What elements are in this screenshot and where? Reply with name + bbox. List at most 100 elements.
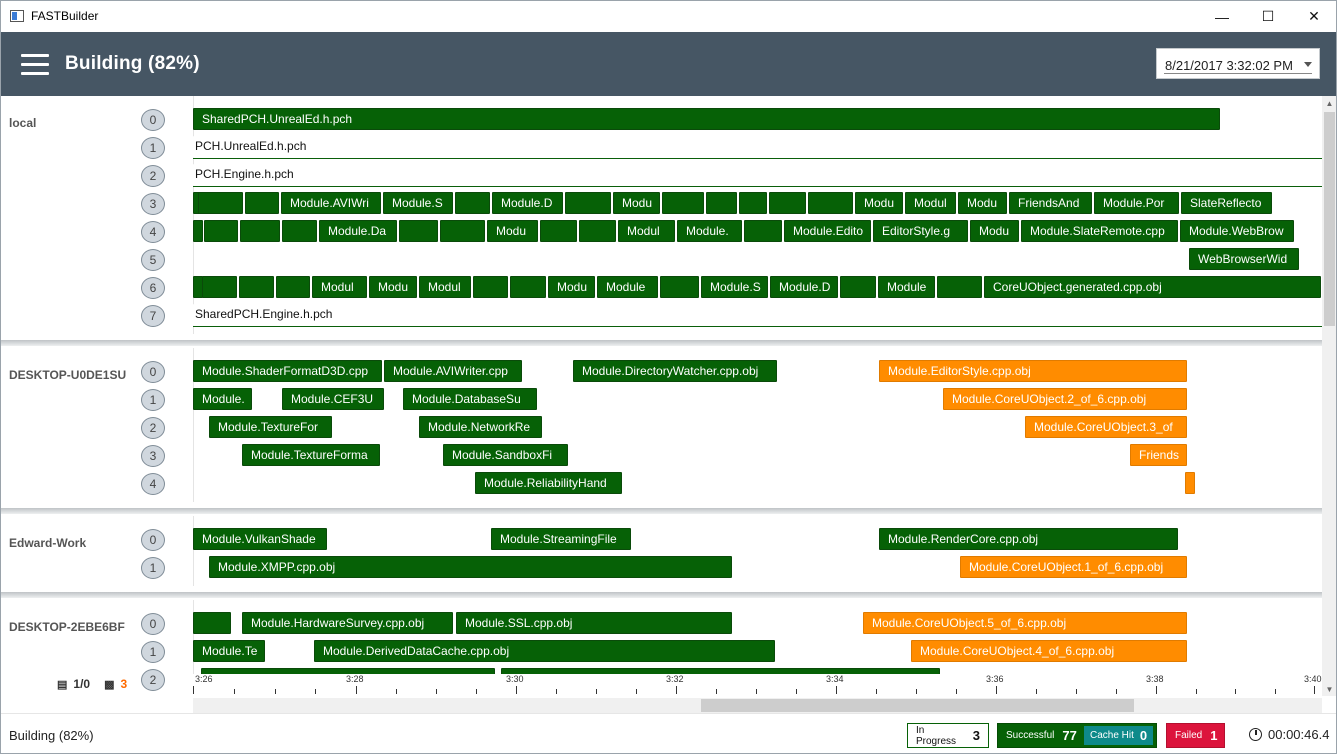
maximize-button[interactable]: ☐ <box>1261 8 1275 24</box>
build-task[interactable]: Modul <box>618 220 675 242</box>
build-task[interactable]: Module.ReliabilityHand <box>475 472 622 494</box>
horizontal-scrollbar[interactable] <box>193 698 1322 713</box>
build-task[interactable]: SlateReflecto <box>1181 192 1272 214</box>
build-task[interactable] <box>706 192 737 214</box>
build-task[interactable]: Modul <box>905 192 956 214</box>
build-task[interactable]: Module.Por <box>1094 192 1179 214</box>
build-task[interactable]: Module.DirectoryWatcher.cpp.obj <box>573 360 777 382</box>
build-task[interactable]: Module.SandboxFi <box>443 444 568 466</box>
build-task[interactable] <box>473 276 508 298</box>
build-task[interactable] <box>204 220 238 242</box>
build-task[interactable]: PCH.UnrealEd.h.pch <box>193 136 1321 158</box>
build-task[interactable]: Module <box>597 276 658 298</box>
in-progress-filter[interactable]: In Progress 3 <box>907 723 989 748</box>
build-task[interactable]: Module.HardwareSurvey.cpp.obj <box>242 612 453 634</box>
build-task[interactable]: SharedPCH.UnrealEd.h.pch <box>193 108 1220 130</box>
build-task[interactable] <box>808 192 853 214</box>
build-task[interactable]: Module.StreamingFile <box>491 528 631 550</box>
build-task[interactable]: Module.CEF3U <box>282 388 384 410</box>
build-task[interactable]: Modu <box>487 220 538 242</box>
build-task[interactable]: Module.Te <box>193 640 265 662</box>
build-task[interactable] <box>193 612 231 634</box>
build-task[interactable] <box>399 220 438 242</box>
close-button[interactable]: ✕ <box>1308 8 1320 24</box>
build-task[interactable]: Module.CoreUObject.2_of_6.cpp.obj <box>943 388 1187 410</box>
scroll-down-icon[interactable]: ▼ <box>1325 684 1334 694</box>
build-task[interactable] <box>739 192 767 214</box>
build-task[interactable] <box>202 276 237 298</box>
build-task[interactable]: Module. <box>677 220 742 242</box>
build-task[interactable]: Friends <box>1130 444 1187 466</box>
build-task[interactable]: WebBrowserWid <box>1189 248 1299 270</box>
build-task[interactable] <box>510 276 546 298</box>
build-task[interactable] <box>660 276 699 298</box>
build-task[interactable] <box>540 220 577 242</box>
build-task[interactable]: Module.XMPP.cpp.obj <box>209 556 732 578</box>
build-task[interactable]: Module.ShaderFormatD3D.cpp <box>193 360 382 382</box>
build-task[interactable] <box>239 276 274 298</box>
build-task[interactable]: Module.SSL.cpp.obj <box>456 612 732 634</box>
build-task[interactable]: Module.AVIWri <box>281 192 381 214</box>
build-task[interactable]: Module.D <box>770 276 838 298</box>
build-task[interactable]: Modul <box>419 276 471 298</box>
build-task[interactable] <box>240 220 280 242</box>
build-task[interactable] <box>579 220 616 242</box>
build-task[interactable]: Modu <box>548 276 595 298</box>
build-task[interactable]: Modu <box>855 192 903 214</box>
build-task[interactable] <box>193 220 203 242</box>
build-task[interactable] <box>455 192 490 214</box>
build-date-select[interactable]: 8/21/2017 3:32:02 PM <box>1156 48 1320 79</box>
build-task[interactable]: Module.S <box>701 276 768 298</box>
build-task[interactable]: Modu <box>958 192 1007 214</box>
build-task[interactable]: Module. <box>193 388 252 410</box>
cache-hit-filter[interactable]: Cache Hit 0 <box>1084 726 1154 745</box>
build-task[interactable]: CoreUObject.generated.cpp.obj <box>984 276 1321 298</box>
build-task[interactable] <box>198 192 243 214</box>
build-task[interactable]: Module.CoreUObject.4_of_6.cpp.obj <box>911 640 1187 662</box>
failed-filter[interactable]: Failed 1 <box>1166 723 1225 748</box>
build-task[interactable] <box>282 220 317 242</box>
build-task[interactable] <box>662 192 704 214</box>
build-task[interactable] <box>744 220 782 242</box>
build-task[interactable]: Module <box>878 276 935 298</box>
build-task[interactable]: Module.DatabaseSu <box>403 388 537 410</box>
build-task[interactable]: Module.CoreUObject.3_of <box>1025 416 1187 438</box>
build-task[interactable]: SharedPCH.Engine.h.pch <box>193 304 1321 326</box>
build-task[interactable]: Module.AVIWriter.cpp <box>384 360 522 382</box>
build-task[interactable]: Module.TextureForma <box>242 444 380 466</box>
build-task[interactable]: Module.TextureFor <box>209 416 332 438</box>
scroll-up-icon[interactable]: ▲ <box>1325 98 1334 108</box>
build-task[interactable]: Modul <box>312 276 367 298</box>
build-task[interactable] <box>245 192 279 214</box>
build-task[interactable]: Module.DerivedDataCache.cpp.obj <box>314 640 775 662</box>
build-task[interactable]: Module.NetworkRe <box>419 416 542 438</box>
build-task[interactable]: FriendsAnd <box>1009 192 1092 214</box>
build-task[interactable]: Module.WebBrow <box>1180 220 1294 242</box>
build-task[interactable]: Module.VulkanShade <box>193 528 327 550</box>
build-task[interactable]: EditorStyle.g <box>873 220 968 242</box>
build-task[interactable]: Module.RenderCore.cpp.obj <box>879 528 1178 550</box>
build-task[interactable] <box>769 192 806 214</box>
successful-filter[interactable]: Successful 77 Cache Hit 0 <box>997 723 1157 748</box>
minimize-button[interactable]: — <box>1215 8 1229 25</box>
build-task[interactable]: PCH.Engine.h.pch <box>193 164 1321 186</box>
build-task[interactable] <box>440 220 485 242</box>
build-task[interactable]: Module.Edito <box>784 220 871 242</box>
build-task[interactable]: Modu <box>613 192 660 214</box>
build-task[interactable]: Modu <box>970 220 1019 242</box>
build-task[interactable] <box>565 192 611 214</box>
build-task[interactable] <box>937 276 982 298</box>
hamburger-menu-icon[interactable] <box>21 54 49 76</box>
build-task[interactable]: Module.Da <box>319 220 397 242</box>
vertical-scrollbar[interactable]: ▲ ▼ <box>1322 96 1336 696</box>
build-task[interactable] <box>1185 472 1195 494</box>
build-task[interactable]: Module.EditorStyle.cpp.obj <box>879 360 1187 382</box>
build-task[interactable]: Modu <box>369 276 417 298</box>
build-task[interactable]: Module.SlateRemote.cpp <box>1021 220 1178 242</box>
build-task[interactable]: Module.D <box>492 192 563 214</box>
horizontal-scroll-thumb[interactable] <box>701 699 1134 712</box>
vertical-scroll-thumb[interactable] <box>1324 112 1335 326</box>
build-task[interactable]: Module.S <box>383 192 453 214</box>
build-task[interactable]: Module.CoreUObject.5_of_6.cpp.obj <box>863 612 1187 634</box>
